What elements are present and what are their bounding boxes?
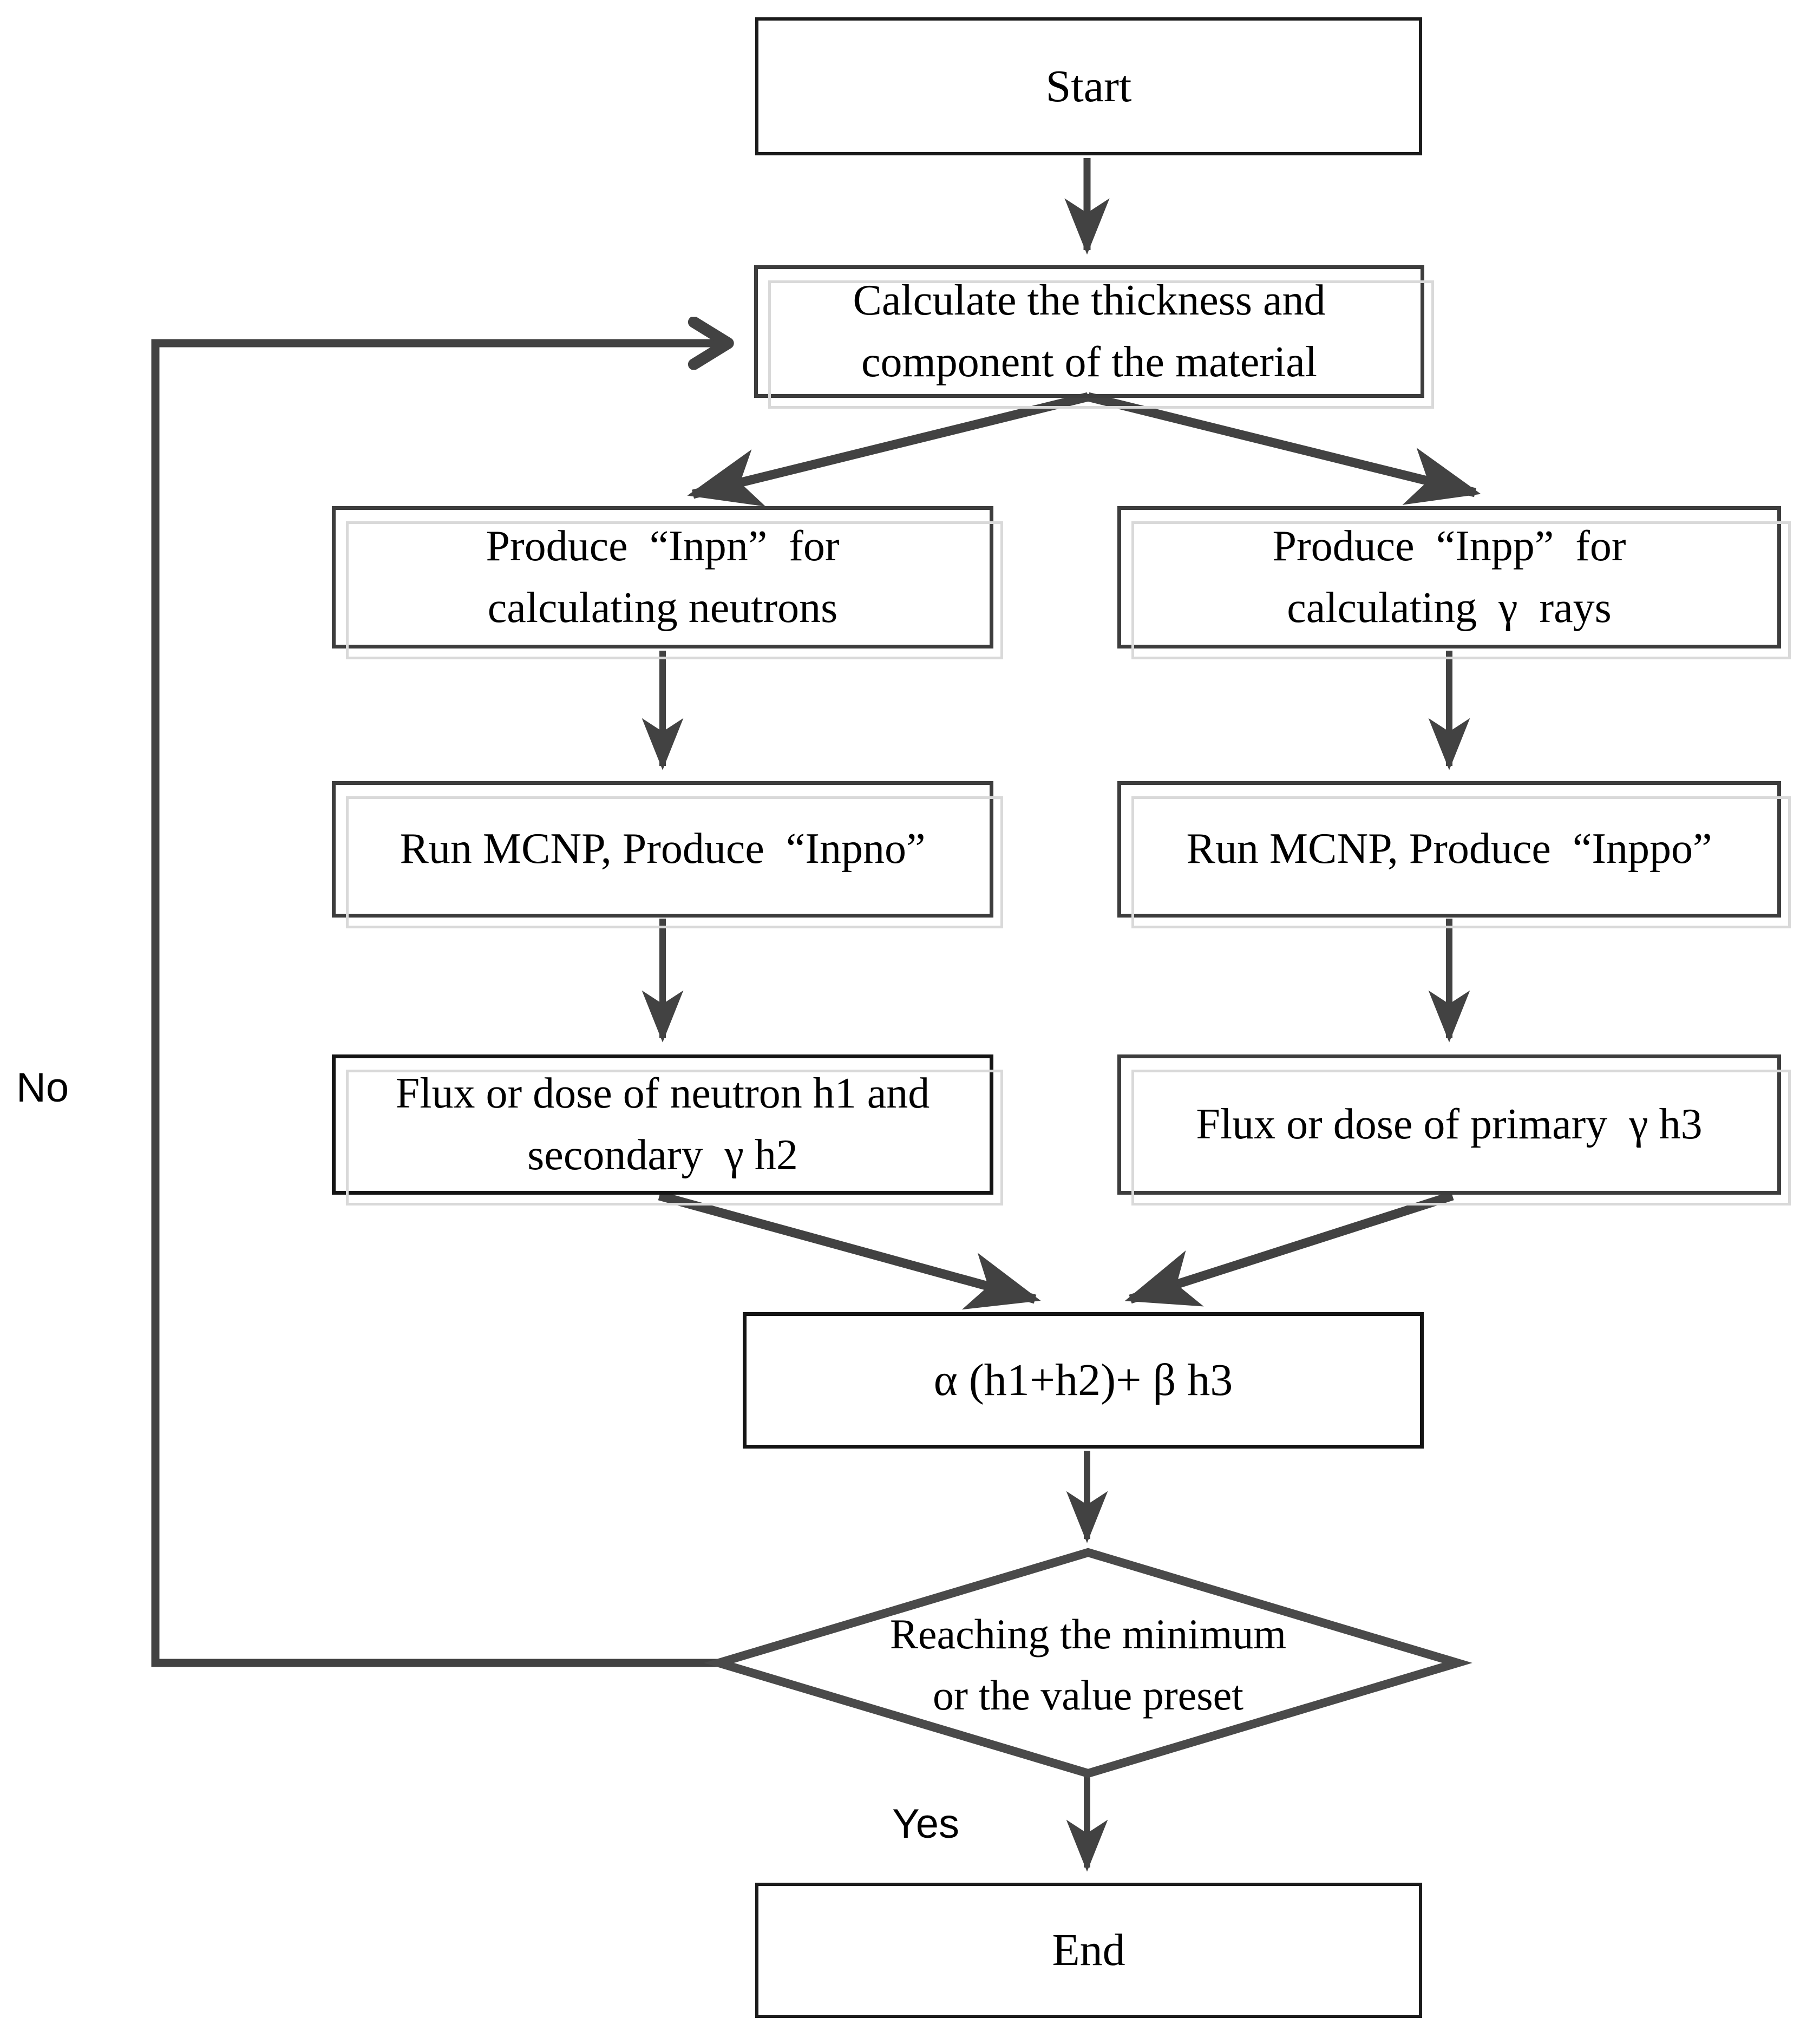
node-flux-neutron-line1: Flux or dose of neutron h1 and <box>395 1069 930 1117</box>
node-calculate-line1: Calculate the thickness and <box>853 276 1326 324</box>
node-run-mcnp-inppo: Run MCNP, Produce “Inppo” <box>1117 781 1791 928</box>
node-end: End <box>755 1883 1422 2018</box>
edge-label-no: No <box>16 1065 69 1111</box>
node-start-label: Start <box>1045 61 1132 112</box>
arrow-calculate-to-produce-inpn <box>687 392 1090 507</box>
node-decision: Reaching the minimum or the value preset <box>807 1597 1370 1732</box>
node-run-mcnp-inpno: Run MCNP, Produce “Inpno” <box>332 781 1003 928</box>
arrow-flux-right-to-formula <box>1124 1191 1454 1307</box>
node-flux-neutron: Flux or dose of neutron h1 and secondary… <box>332 1054 1003 1206</box>
node-start: Start <box>755 17 1422 155</box>
node-run-mcnp-inpno-line1: Run MCNP, Produce “Inpno” <box>400 825 926 873</box>
node-produce-inpp-line2: calculating γ rays <box>1287 584 1612 632</box>
node-produce-inpn-line2: calculating neutrons <box>487 584 838 632</box>
node-run-mcnp-inppo-line1: Run MCNP, Produce “Inppo” <box>1186 825 1712 873</box>
arrow-no-loop-to-calculate <box>151 343 728 1667</box>
node-formula-label: α (h1+h2)+ β h3 <box>933 1355 1233 1406</box>
arrow-calculate-to-produce-inpp <box>1086 392 1481 505</box>
node-flux-neutron-line2: secondary γ h2 <box>527 1131 798 1179</box>
node-produce-inpp-line1: Produce “Inpp” for <box>1272 522 1626 570</box>
edge-label-yes: Yes <box>892 1801 959 1847</box>
node-produce-inpn-line1: Produce “Inpn” for <box>486 522 840 570</box>
node-calculate: Calculate the thickness and component of… <box>754 265 1434 409</box>
node-flux-primary-line1: Flux or dose of primary γ h3 <box>1196 1100 1703 1148</box>
node-produce-inpn: Produce “Inpn” for calculating neutrons <box>332 506 1003 659</box>
node-end-label: End <box>1052 1925 1125 1976</box>
node-formula: α (h1+h2)+ β h3 <box>743 1312 1424 1449</box>
node-produce-inpp: Produce “Inpp” for calculating γ rays <box>1117 506 1791 659</box>
node-calculate-line2: component of the material <box>861 338 1317 386</box>
arrow-flux-left-to-formula <box>658 1191 1041 1310</box>
decision-diamond-shape <box>704 1548 1472 1778</box>
node-decision-line1: Reaching the minimum <box>889 1610 1287 1658</box>
node-decision-line2: or the value preset <box>933 1672 1243 1719</box>
node-flux-primary: Flux or dose of primary γ h3 <box>1117 1054 1791 1206</box>
